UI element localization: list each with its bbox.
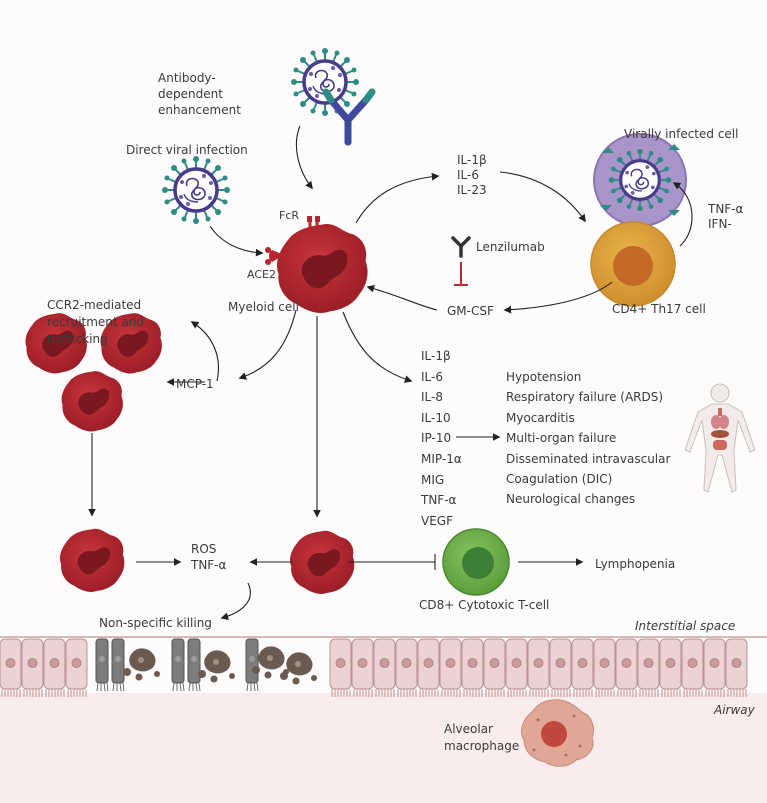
th17-input: IL-1β <box>457 153 487 167</box>
epithelial-cell <box>329 638 352 698</box>
epithelial-cell <box>43 638 66 698</box>
epithelial-cell <box>65 638 88 698</box>
epithelial-cell <box>461 638 484 698</box>
epithelial-cell <box>351 638 374 698</box>
effect-item: Multi-organ failure <box>506 431 617 446</box>
basement-membrane <box>0 636 767 638</box>
effect-item: Myocarditis <box>506 410 575 425</box>
label-alveolar-macrophage: Alveolar macrophage <box>444 722 520 753</box>
cytokine-item: MIG <box>421 472 445 487</box>
th17-input: IL-23 <box>457 183 487 197</box>
epithelial-cell <box>681 638 704 698</box>
label-ade: Antibody-dependent enhancement <box>158 71 241 117</box>
cytokine-item: MIP-1α <box>421 451 462 466</box>
cytokine-item: IP-10 <box>421 431 452 446</box>
label-direct-infection: Direct viral infection <box>126 143 248 157</box>
epithelial-cell <box>615 638 638 698</box>
inhibit-bar <box>454 262 468 286</box>
infected-output-list: TNF-α IFN- <box>708 202 743 232</box>
epithelial-cell <box>593 638 616 698</box>
cytokine-item: IL-10 <box>421 410 451 425</box>
label-mcp1: MCP-1 <box>176 377 214 391</box>
epithelial-cell <box>703 638 726 698</box>
ace2-icon <box>265 247 284 265</box>
label-myeloid-cell: Myeloid cell <box>228 300 299 314</box>
epithelial-cell <box>417 638 440 698</box>
label-cd8: CD8+ Cytotoxic T-cell <box>419 598 550 612</box>
alveolar-macrophage <box>521 699 595 767</box>
label-infected-cell: Virally infected cell <box>624 127 739 141</box>
fcr-icon <box>307 216 320 232</box>
epithelial-cell <box>505 638 528 698</box>
damaged-epithelium <box>95 638 317 692</box>
epithelial-cell <box>571 638 594 698</box>
activated-cell-center <box>290 530 355 594</box>
cytokine-item: IL-6 <box>421 369 443 384</box>
effect-item: Disseminated intravascular <box>506 451 671 466</box>
epithelial-cell <box>483 638 506 698</box>
label-ace2: ACE2 <box>247 268 276 281</box>
epithelial-cell <box>549 638 572 698</box>
epithelial-cell <box>637 638 660 698</box>
th17-input: IL-6 <box>457 168 479 182</box>
epithelial-cell <box>395 638 418 698</box>
inhibit-line <box>348 554 436 570</box>
label-tnf-ros: TNF-α <box>191 558 227 572</box>
effect-item: Respiratory failure (ARDS) <box>506 390 664 405</box>
label-gmcsf: GM-CSF <box>447 304 494 318</box>
label-interstitial: Interstitial space <box>635 619 736 633</box>
label-ccr2: CCR2-mediated recruitment and traffickin… <box>47 298 145 346</box>
epithelial-cell <box>659 638 682 698</box>
effect-item: Hypotension <box>506 370 582 384</box>
cytokine-item: IL-1β <box>421 349 451 363</box>
epithelial-cell <box>527 638 550 698</box>
airway-region <box>0 693 767 803</box>
label-lymphopenia: Lymphopenia <box>595 557 676 571</box>
cytokine-item: VEGF <box>421 513 453 528</box>
human-body-icon <box>684 383 756 493</box>
infected-output: IFN- <box>708 217 732 231</box>
recruited-cell-3 <box>61 371 123 432</box>
effects-list: Hypotension Respiratory failure (ARDS) M… <box>506 367 670 510</box>
th17-input-list: IL-1β IL-6 IL-23 <box>457 153 487 198</box>
epithelium-left <box>0 638 88 698</box>
epithelial-cell <box>439 638 462 698</box>
label-airway: Airway <box>714 703 755 717</box>
arrows <box>88 125 693 621</box>
cytokine-item: IL-8 <box>421 390 443 405</box>
epithelial-cell <box>21 638 44 698</box>
epithelial-cell <box>725 638 748 698</box>
effect-item: Coagulation (DIC) <box>506 472 613 487</box>
epithelial-cell <box>0 638 22 698</box>
activated-cell-left <box>60 528 125 592</box>
epithelium-right <box>329 638 748 698</box>
lenzilumab-icon <box>451 236 471 258</box>
epithelial-cell <box>373 638 396 698</box>
cytokine-item: TNF-α <box>421 493 457 508</box>
label-th17-cell: CD4+ Th17 cell <box>612 302 706 316</box>
label-nonspecific-killing: Non-specific killing <box>99 616 212 630</box>
label-ros: ROS <box>191 542 217 556</box>
virus-ade <box>289 46 361 118</box>
infected-output: TNF-α <box>708 202 744 216</box>
virus-direct <box>160 154 232 226</box>
cytokine-list: IL-1β IL-6 IL-8 IL-10 IP-10 MIP-1α MIG T… <box>421 346 462 531</box>
label-fcr: FcR <box>279 209 300 222</box>
label-lenzilumab: Lenzilumab <box>476 240 545 254</box>
effect-item: Neurological changes <box>506 492 636 507</box>
antibody-icon <box>322 88 376 146</box>
